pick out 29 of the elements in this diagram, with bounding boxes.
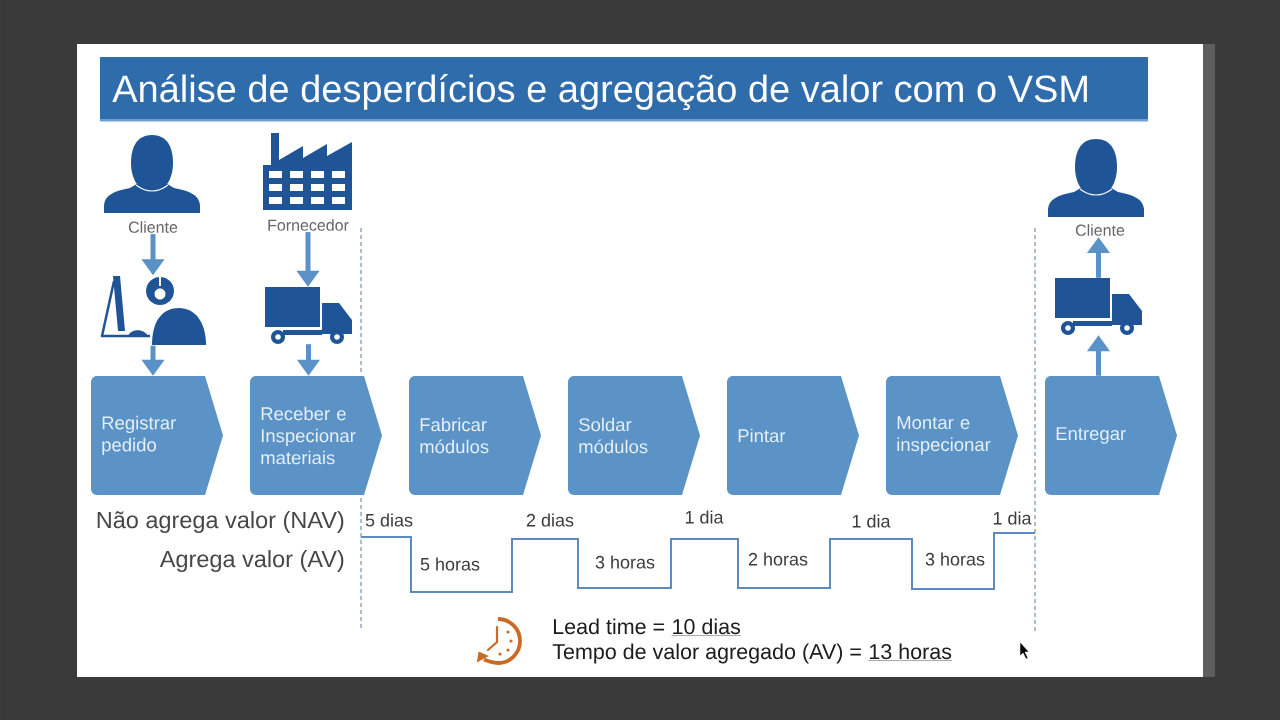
duration-label: 2 dias: [526, 513, 574, 527]
duration-label: 3 horas: [925, 552, 985, 566]
title-bar: Análise de desperdícios e agregação de valor com o VSM: [100, 57, 1148, 122]
node-label: Cliente: [128, 221, 178, 233]
duration-label: 3 horas: [595, 555, 655, 569]
duration-label: 1 dia: [685, 510, 724, 524]
process-step: Entregar: [1045, 376, 1177, 495]
duration-label: 1 dia: [852, 514, 891, 528]
process-step: Pintar: [727, 376, 859, 495]
summary-text: Lead time =: [553, 618, 665, 635]
underlined-value: 10 dias: [671, 618, 742, 636]
node-label: Fornecedor: [268, 219, 349, 231]
truck-icon: [1055, 278, 1142, 335]
row-label: Não agrega valor (NAV): [97, 511, 344, 533]
summary-text: Tempo de valor agregado (AV) =: [552, 643, 861, 664]
row-label: Agrega valor (AV): [159, 550, 344, 572]
duration-label: 5 dias: [365, 513, 413, 527]
duration-label: 5 horas: [420, 557, 480, 571]
process-step: Registrar pedido: [91, 376, 223, 495]
computer-user-icon: [100, 276, 206, 345]
process-step: Receber e Inspecionar materiais: [250, 376, 382, 495]
process-step: Fabricar módulos: [409, 376, 541, 495]
duration-label: 1 dia: [993, 511, 1032, 525]
duration-label: 2 horas: [748, 552, 808, 566]
truck-icon: [265, 287, 352, 344]
underlined-value: 13 horas: [868, 643, 953, 661]
process-step: Soldar módulos: [568, 376, 700, 495]
process-step: Montar e inspecionar: [886, 376, 1018, 495]
node-label: Cliente: [1075, 224, 1125, 236]
